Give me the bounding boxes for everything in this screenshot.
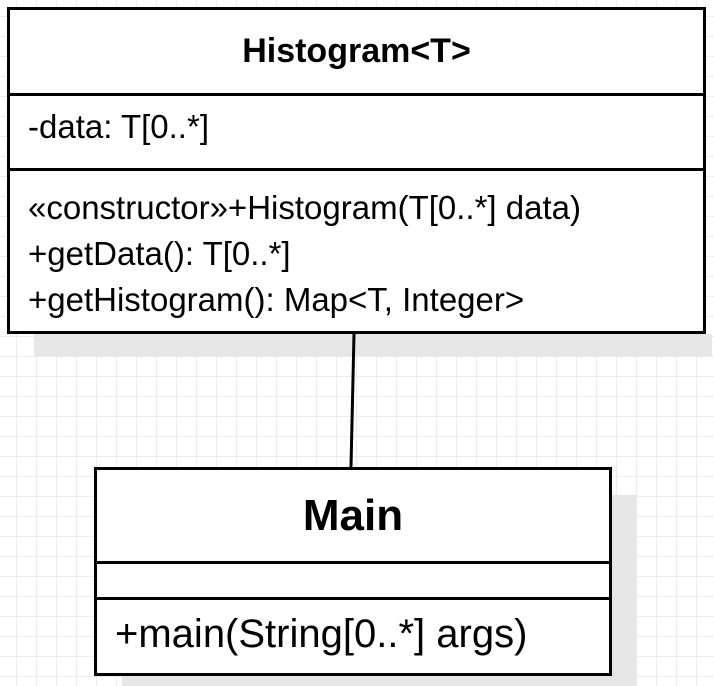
operation-main: +main(String[0..*] args) bbox=[115, 612, 528, 656]
attributes-compartment bbox=[97, 561, 609, 597]
histogram-class-box[interactable]: Histogram<T> -data: T[0..*] «constructor… bbox=[7, 7, 706, 334]
class-name-compartment: Main bbox=[97, 470, 609, 561]
operations-compartment: «constructor»+Histogram(T[0..*] data) +g… bbox=[10, 168, 703, 331]
operation-constructor: «constructor»+Histogram(T[0..*] data) bbox=[28, 189, 581, 226]
operations-compartment: +main(String[0..*] args) bbox=[97, 597, 609, 673]
main-class-box[interactable]: Main +main(String[0..*] args) bbox=[94, 467, 612, 676]
main-class-shadow bbox=[612, 495, 636, 686]
attributes-compartment: -data: T[0..*] bbox=[10, 93, 703, 168]
attribute-data: -data: T[0..*] bbox=[28, 108, 209, 145]
histogram-class-shadow bbox=[34, 334, 712, 356]
main-class-shadow-bottom bbox=[122, 676, 636, 686]
class-name-compartment: Histogram<T> bbox=[10, 10, 703, 93]
class-name: Main bbox=[302, 490, 404, 540]
class-name: Histogram<T> bbox=[242, 32, 471, 70]
operation-get-data: +getData(): T[0..*] bbox=[28, 235, 291, 272]
operation-get-histogram: +getHistogram(): Map<T, Integer> bbox=[28, 281, 525, 318]
